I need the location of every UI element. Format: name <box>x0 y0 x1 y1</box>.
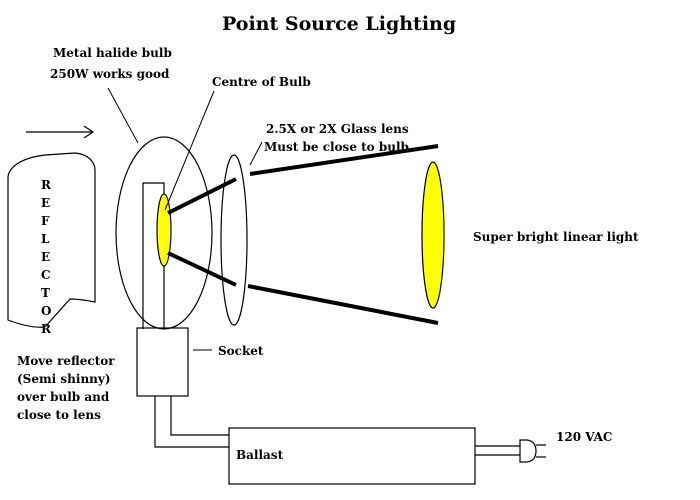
reflector-letter: O <box>41 304 52 318</box>
reflector-letter: F <box>41 214 50 228</box>
socket-label: Socket <box>218 344 264 358</box>
diagram-title: Point Source Lighting <box>222 13 457 35</box>
move-reflector-line2: (Semi shinny) <box>17 372 111 386</box>
reflector-letter: E <box>41 250 51 264</box>
reflector-letter: E <box>41 196 51 210</box>
move-reflector-line1: Move reflector <box>17 354 115 368</box>
supply-label: 120 VAC <box>556 430 613 444</box>
reflector-shape <box>7 152 96 328</box>
lens-pointer <box>249 141 263 166</box>
reflector-letter: L <box>41 232 50 246</box>
ballast-label: Ballast <box>236 448 284 462</box>
socket-wires <box>154 396 229 448</box>
bulb-pointer <box>107 87 139 144</box>
plug-icon <box>519 439 546 463</box>
bulb-label-line2: 250W works good <box>50 67 170 81</box>
move-reflector-line4: close to lens <box>17 408 101 422</box>
lens-label-line1: 2.5X or 2X Glass lens <box>266 122 409 136</box>
reflector-letter: C <box>41 268 51 282</box>
linear-light <box>421 161 445 309</box>
reflector-letter: R <box>41 178 51 192</box>
move-reflector-line3: over bulb and <box>17 390 110 404</box>
move-arrow <box>26 125 95 139</box>
output-label: Super bright linear light <box>473 230 639 244</box>
lens-label-line2: Must be close to bulb <box>264 140 409 154</box>
light-rays <box>167 144 439 325</box>
centre-label: Centre of Bulb <box>212 75 311 89</box>
reflector-letter: T <box>41 286 50 300</box>
reflector-letter: R <box>41 322 51 336</box>
socket-shape <box>136 327 189 397</box>
bulb-label-line1: Metal halide bulb <box>53 46 172 60</box>
ballast-shape <box>228 427 476 485</box>
glass-lens <box>220 154 248 326</box>
supply-wires <box>475 445 520 456</box>
centre-pointer <box>164 90 215 211</box>
